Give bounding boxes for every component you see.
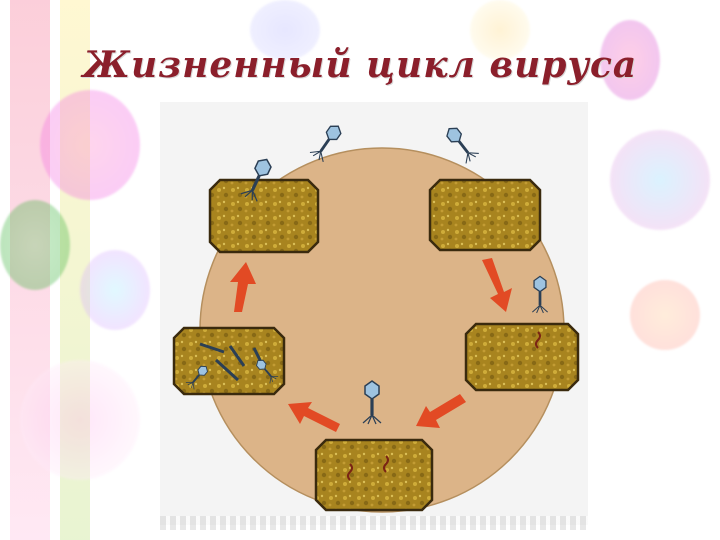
cycle-arrows (230, 258, 512, 432)
bottom-strip (160, 516, 588, 530)
bg-stripe (10, 0, 50, 540)
bg-virus-shape (610, 130, 710, 230)
dna-strand (347, 463, 353, 481)
bg-virus-shape (0, 200, 70, 290)
bg-virus-shape (80, 250, 150, 330)
bg-virus-shape (250, 0, 320, 60)
bg-virus-shape (630, 280, 700, 350)
stage-3-cell (464, 322, 580, 392)
arrow-stage2-to-stage3 (482, 258, 512, 312)
stage-2-cell (428, 178, 542, 252)
arrow-stage4-to-stage5 (288, 402, 340, 432)
stage-5-cell (172, 326, 286, 396)
virus-life-cycle-diagram (172, 120, 580, 513)
dna-strand (383, 455, 389, 473)
stage-4-cell (314, 438, 434, 512)
bg-virus-shape (40, 90, 140, 200)
phage-icon (442, 122, 481, 165)
stage-1-cell (208, 178, 320, 254)
arrow-stage3-to-stage4 (416, 394, 466, 428)
bg-virus-shape (20, 360, 140, 480)
bg-virus-shape (600, 20, 660, 100)
bg-stripe (60, 0, 90, 540)
slide-title: Жизненный цикл вируса (82, 44, 638, 86)
bg-virus-shape (470, 0, 530, 60)
dna-strand (535, 331, 541, 349)
arrow-stage5-to-stage1 (230, 262, 256, 312)
